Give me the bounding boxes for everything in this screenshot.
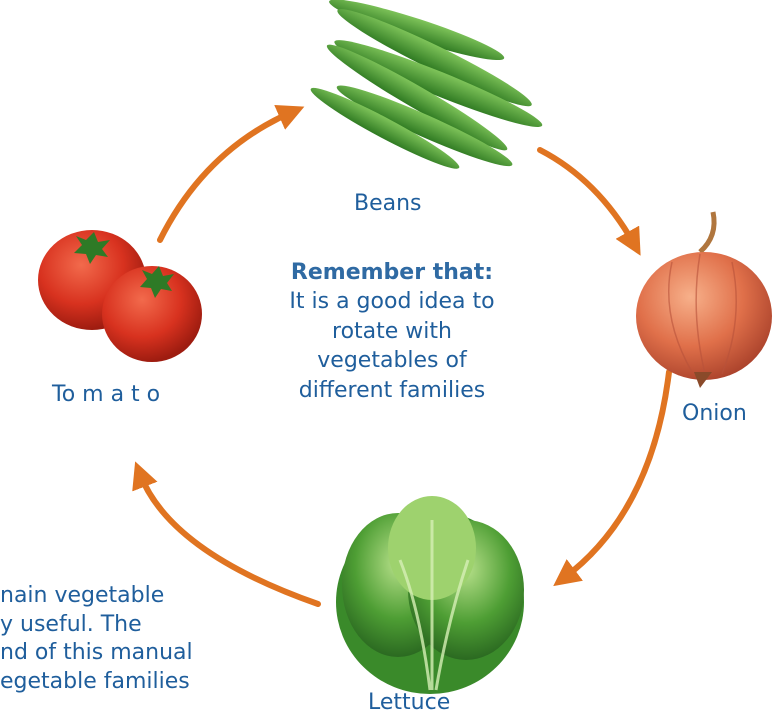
center-note-line: It is a good idea to — [262, 287, 522, 316]
body-text-line: egetable families — [0, 668, 240, 697]
center-note-line: different families — [262, 376, 522, 405]
onion-image — [636, 212, 772, 388]
beans-image — [290, 0, 563, 198]
arrow-beans-to-onion — [540, 150, 634, 244]
lettuce-image — [336, 496, 524, 694]
body-text-line: y useful. The — [0, 611, 240, 640]
lettuce-label: Lettuce — [368, 690, 450, 716]
center-note-line: rotate with — [262, 317, 522, 346]
onion-label: Onion — [682, 401, 747, 427]
tomato-image — [38, 230, 202, 362]
center-note-heading: Remember that: — [262, 258, 522, 287]
center-note: Remember that: It is a good idea to rota… — [262, 258, 522, 405]
tomato-label: To m a t o — [52, 382, 160, 408]
beans-label: Beans — [354, 191, 422, 217]
cropped-body-text: nain vegetable y useful. The nd of this … — [0, 582, 240, 717]
body-text-line: nd of this manual — [0, 639, 240, 668]
center-note-line: vegetables of — [262, 346, 522, 375]
body-text-line: nain vegetable — [0, 582, 240, 611]
arrow-onion-to-lettuce — [564, 372, 669, 578]
arrow-tomato-to-beans — [160, 112, 292, 240]
